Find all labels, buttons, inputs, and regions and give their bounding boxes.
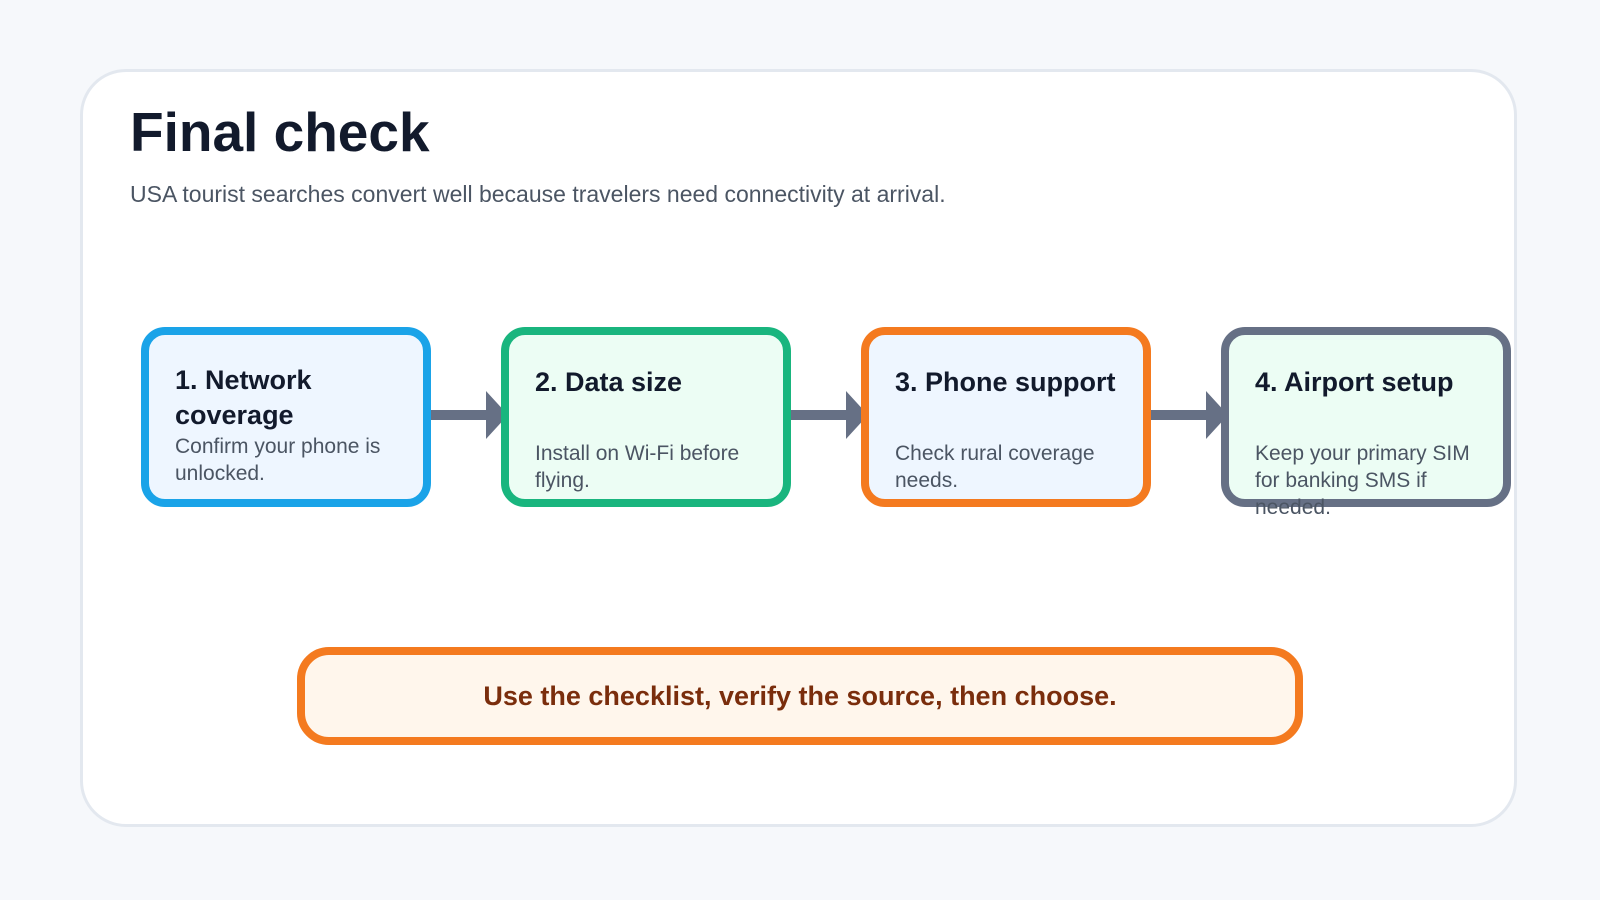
step-title: 1. Network coverage <box>175 365 312 430</box>
step-card-phone-support: 3. Phone support Check rural coverage ne… <box>861 327 1151 507</box>
step-body: Keep your primary SIM for banking SMS if… <box>1255 442 1470 519</box>
connector-1-2 <box>430 410 490 420</box>
connector-2-3 <box>790 410 850 420</box>
page-title: Final check <box>130 101 430 163</box>
step-title: 4. Airport setup <box>1255 367 1454 397</box>
page-subtitle: USA tourist searches convert well becaus… <box>130 181 946 207</box>
callout-text: Use the checklist, verify the source, th… <box>483 680 1117 711</box>
step-body: Install on Wi-Fi before flying. <box>535 442 740 492</box>
step-title: 2. Data size <box>535 367 683 397</box>
callout-box: Use the checklist, verify the source, th… <box>297 647 1303 745</box>
step-title: 3. Phone support <box>895 367 1116 397</box>
step-body: Confirm your phone is unlocked. <box>175 435 381 485</box>
step-body: Check rural coverage needs. <box>895 442 1095 492</box>
step-card-airport-setup: 4. Airport setup Keep your primary SIM f… <box>1221 327 1511 519</box>
step-card-data-size: 2. Data size Install on Wi-Fi before fly… <box>501 327 791 507</box>
connector-3-4 <box>1150 410 1210 420</box>
step-card-network-coverage: 1. Network coverage Confirm your phone i… <box>141 327 431 507</box>
